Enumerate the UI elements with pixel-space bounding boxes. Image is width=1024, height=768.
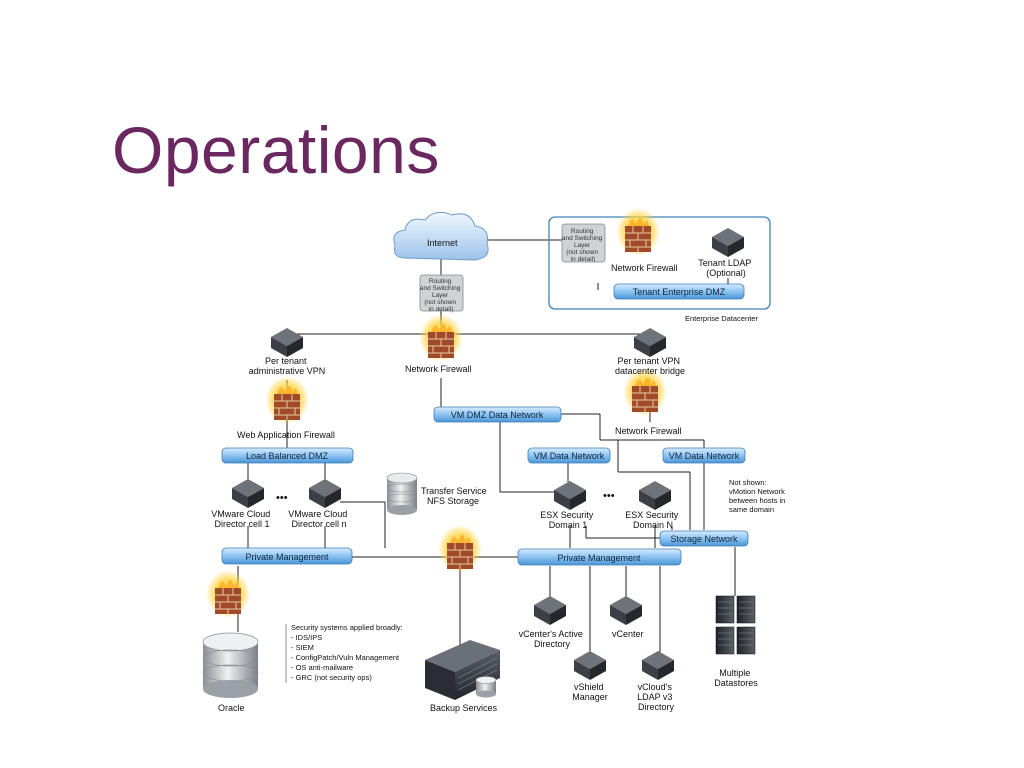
vm-data-network-bar-2: VM Data Network [662, 447, 746, 464]
firewall-icon [437, 524, 483, 574]
load-balanced-dmz-label: Load Balanced DMZ [246, 451, 329, 461]
server-icon [232, 479, 264, 508]
ellipsis: ••• [603, 490, 615, 502]
vm-data-network-2-label: VM Data Network [669, 451, 740, 461]
private-management-right-label: Private Management [557, 553, 641, 563]
not-shown-note: Not shown: vMotion Network between hosts… [729, 478, 787, 514]
backup-services-label: Backup Services [430, 703, 498, 713]
vm-dmz-data-network-bar: VM DMZ Data Network [433, 406, 562, 423]
vm-dmz-data-network-label: VM DMZ Data Network [451, 410, 544, 420]
storage-network-label: Storage Network [670, 534, 738, 544]
storage-icon [386, 472, 418, 515]
svg-text:Routing and Switching: Routing and Switching Layer (not shown i… [562, 228, 604, 263]
server-icon [610, 596, 642, 625]
enterprise-datacenter-group: Enterprise Datacenter [548, 216, 771, 323]
security-systems-note: Security systems applied broadly: - IDS/… [291, 623, 405, 682]
routing-switching-enterprise: Routing and Switching Layer (not shown i… [561, 223, 606, 263]
firewall-icon [264, 375, 310, 425]
private-management-left-label: Private Management [245, 552, 329, 562]
ellipsis: ••• [276, 492, 288, 504]
firewall-icon [205, 569, 251, 619]
tenant-enterprise-dmz-label: Tenant Enterprise DMZ [633, 287, 726, 297]
vcenter-label: vCenter [612, 629, 644, 639]
esx-domain-1-label: ESX Security Domain 1 [540, 510, 596, 530]
server-icon [642, 651, 674, 680]
vm-data-network-1-label: VM Data Network [534, 451, 605, 461]
database-icon [202, 632, 259, 698]
network-firewall-main-label: Network Firewall [405, 364, 472, 374]
firewall-icon [615, 207, 661, 257]
internet-cloud: Internet [393, 211, 489, 261]
esx-domain-n-label: ESX Security Domain N [625, 510, 681, 530]
oracle-label: Oracle [218, 703, 245, 713]
web-app-firewall-label: Web Application Firewall [237, 430, 335, 440]
slide-title: Operations [112, 113, 440, 187]
tenant-enterprise-dmz-bar: Tenant Enterprise DMZ [613, 283, 745, 300]
vcd-cell-1-label: VMware Cloud Director cell 1 [211, 509, 273, 529]
datastore-rack-icon [715, 595, 756, 655]
firewall-icon [418, 313, 464, 363]
routing-switching-main: Routing and Switching Layer (not shown i… [419, 274, 464, 313]
per-tenant-admin-vpn-label: Per tenant administrative VPN [249, 356, 326, 376]
router-icon [634, 328, 666, 357]
transfer-service-label: Transfer Service NFS Storage [421, 486, 489, 506]
esx-host-icon [639, 481, 671, 510]
load-balanced-dmz-bar: Load Balanced DMZ [221, 447, 354, 464]
tenant-ldap-label: Tenant LDAP (Optional) [698, 258, 753, 278]
multiple-datastores-label: Multiple Datastores [714, 668, 758, 688]
server-icon [309, 479, 341, 508]
router-icon [271, 328, 303, 357]
network-firewall-right-label: Network Firewall [615, 426, 682, 436]
vshield-label: vShield Manager [572, 682, 608, 702]
vcenter-ad-label: vCenter's Active Directory [519, 629, 586, 649]
vm-data-network-bar-1: VM Data Network [527, 447, 611, 464]
vcd-cell-n-label: VMware Cloud Director cell n [288, 509, 350, 529]
svg-text:Routing and Switching: Routing and Switching Layer (not shown i… [420, 278, 462, 313]
vcloud-ldap-label: vCloud's LDAP v3 Directory [637, 682, 675, 712]
esx-host-icon [554, 481, 586, 510]
backup-appliance-icon [425, 640, 500, 700]
tenant-ldap-icon [712, 228, 744, 257]
enterprise-datacenter-label: Enterprise Datacenter [685, 314, 758, 323]
private-management-bar-right: Private Management [517, 548, 682, 566]
per-tenant-dc-bridge-label: Per tenant VPN datacenter bridge [615, 356, 685, 376]
storage-network-bar: Storage Network [659, 530, 749, 547]
internet-label: Internet [427, 238, 458, 248]
connection-lines [237, 239, 736, 655]
network-firewall-enterprise-label: Network Firewall [611, 263, 678, 273]
server-icon [574, 651, 606, 680]
private-management-bar-left: Private Management [221, 547, 353, 565]
server-icon [534, 596, 566, 625]
